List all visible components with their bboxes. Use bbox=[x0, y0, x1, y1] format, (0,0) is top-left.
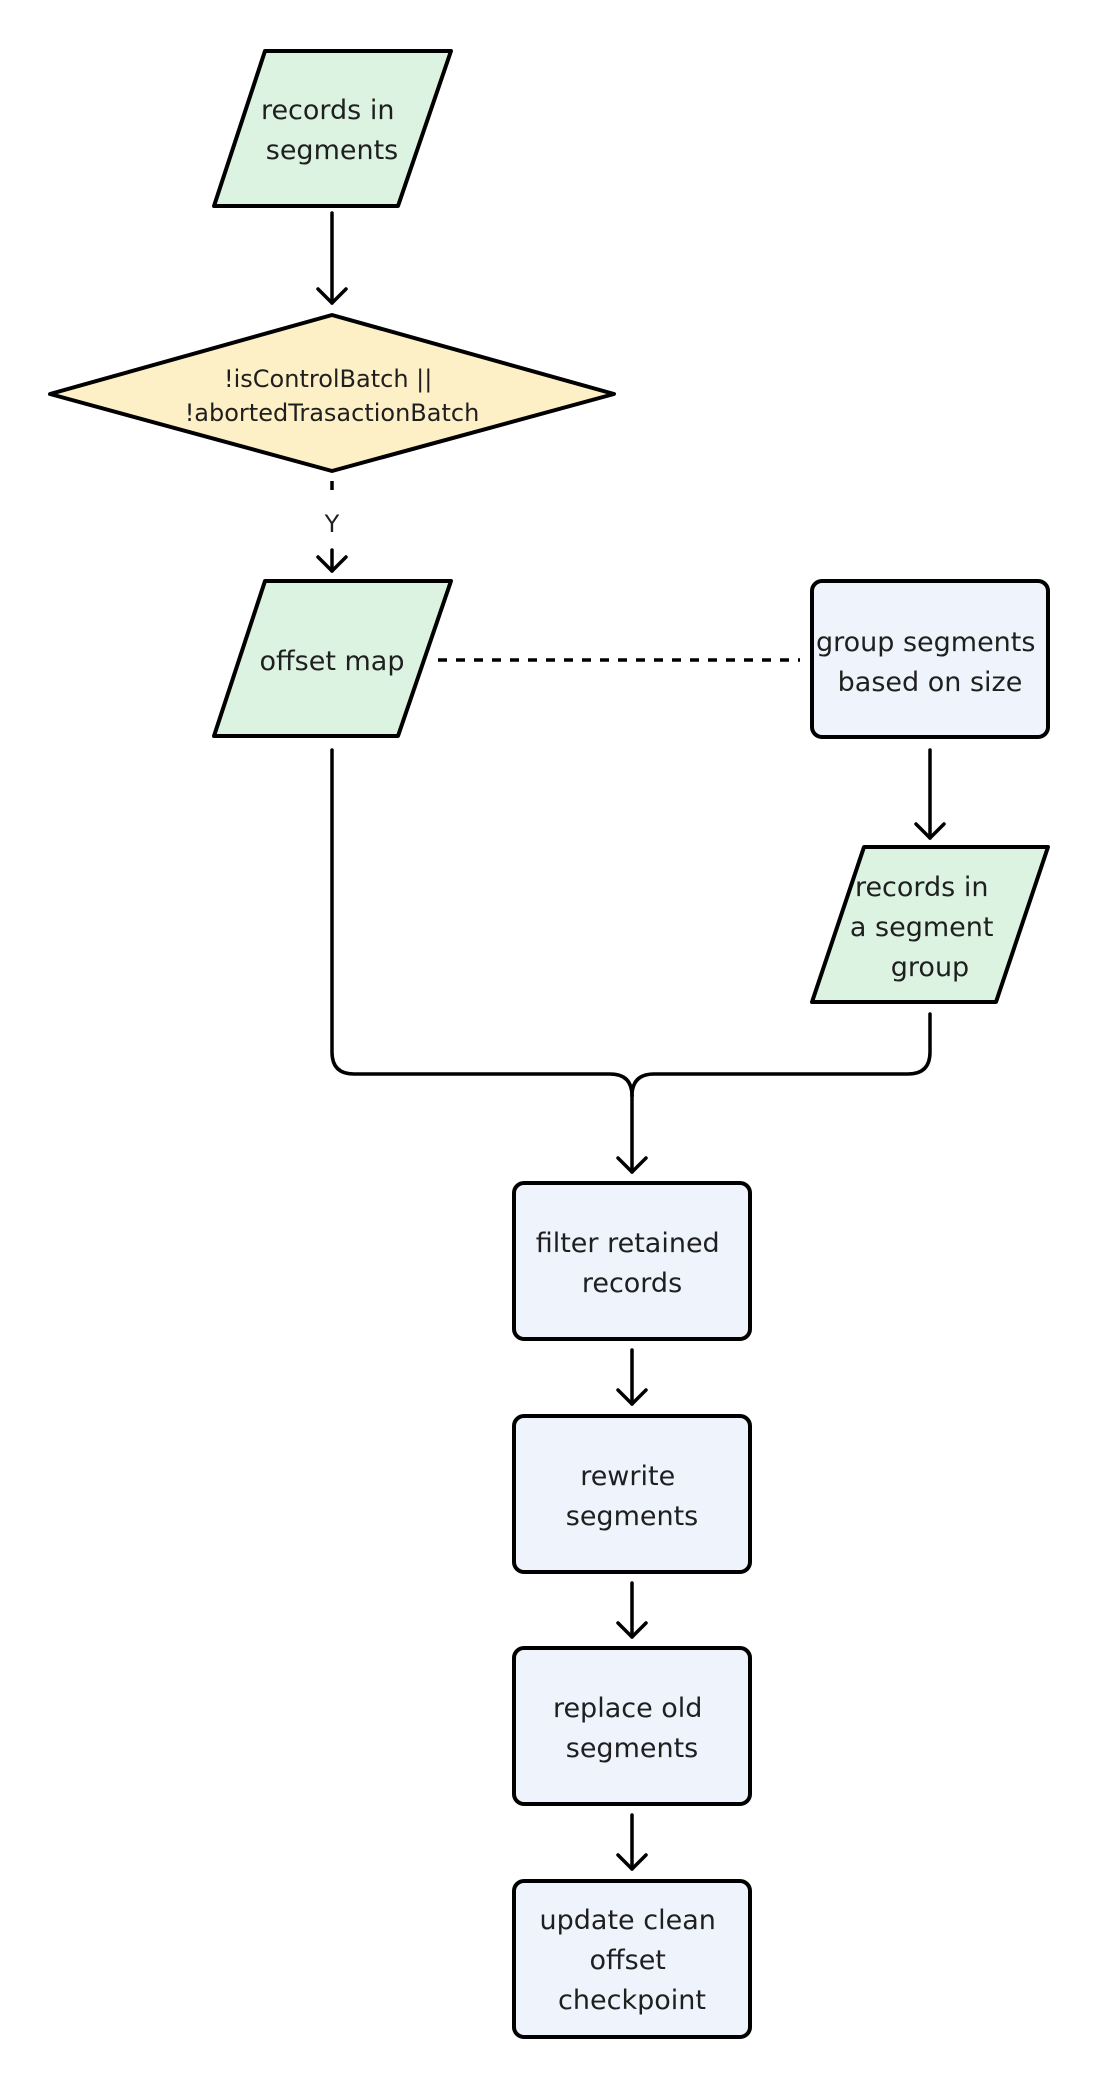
node-label-line: filter retained bbox=[536, 1228, 720, 1259]
node-label-line: segments bbox=[566, 1501, 699, 1532]
node-label-line: group segments bbox=[816, 627, 1036, 658]
edge-label-yes: Y bbox=[324, 510, 340, 538]
node-records-in-segment-group: records in a segment group bbox=[810, 845, 1050, 1004]
edge-records-group-merge bbox=[630, 1012, 932, 1098]
node-records-in-segments: records in segments bbox=[212, 49, 453, 208]
process-shape bbox=[512, 1879, 752, 2039]
node-label-line: offset bbox=[590, 1945, 666, 1976]
arrowhead-group-to-records-group bbox=[914, 822, 946, 840]
node-decision: !isControlBatch || !abortedTrasactionBat… bbox=[48, 313, 616, 473]
arrowhead-merge-to-filter bbox=[616, 1156, 648, 1174]
edges: Y bbox=[316, 211, 946, 1871]
node-label-line: segments bbox=[566, 1733, 699, 1764]
process-shape bbox=[512, 1646, 752, 1806]
node-label-line: checkpoint bbox=[558, 1985, 706, 2016]
node-label: offset map bbox=[260, 646, 405, 677]
arrowhead-records-to-decision bbox=[316, 287, 348, 305]
node-label-line: offset map bbox=[260, 646, 405, 677]
io-shape bbox=[810, 845, 1050, 1004]
process-shape bbox=[512, 1181, 752, 1341]
arrowhead-decision-to-offset-map bbox=[316, 555, 348, 573]
node-label-line: records bbox=[582, 1268, 682, 1299]
node-rewrite-segments: rewrite segments bbox=[512, 1414, 752, 1574]
node-label-line: segments bbox=[266, 135, 399, 166]
node-replace-old-segments: replace old segments bbox=[512, 1646, 752, 1806]
node-label-line: group bbox=[891, 952, 969, 983]
node-label-line: !isControlBatch || bbox=[224, 365, 432, 393]
node-label: filter retained records bbox=[536, 1228, 729, 1299]
node-label-line: records in bbox=[855, 872, 989, 903]
node-label-line: a segment bbox=[850, 912, 994, 943]
edge-offset-map-merge bbox=[330, 748, 634, 1098]
node-offset-map: offset map bbox=[212, 579, 453, 738]
node-label-line: rewrite bbox=[580, 1461, 675, 1492]
arrowhead-rewrite-to-replace bbox=[616, 1621, 648, 1639]
process-shape bbox=[512, 1414, 752, 1574]
node-label-line: !abortedTrasactionBatch bbox=[185, 399, 480, 427]
node-label: records in segments bbox=[261, 95, 403, 166]
node-label: replace old segments bbox=[553, 1693, 711, 1764]
node-label-line: update clean bbox=[540, 1905, 716, 1936]
node-group-segments: group segments based on size bbox=[810, 579, 1050, 739]
io-shape bbox=[212, 49, 453, 208]
node-label: group segments based on size bbox=[816, 627, 1044, 698]
arrowhead-replace-to-update bbox=[616, 1853, 648, 1871]
node-label: rewrite segments bbox=[566, 1461, 699, 1532]
node-label: records in a segment group bbox=[850, 872, 1002, 983]
node-update-clean-offset-checkpoint: update clean offset checkpoint bbox=[512, 1879, 752, 2039]
io-shape bbox=[212, 579, 453, 738]
node-label: !isControlBatch || !abortedTrasactionBat… bbox=[185, 365, 480, 427]
node-label: update clean offset checkpoint bbox=[540, 1905, 725, 2016]
process-shape bbox=[810, 579, 1050, 739]
node-filter-retained-records: filter retained records bbox=[512, 1181, 752, 1341]
decision-shape bbox=[48, 313, 616, 473]
node-label-line: records in bbox=[261, 95, 395, 126]
node-label-line: replace old bbox=[553, 1693, 703, 1724]
arrowhead-filter-to-rewrite bbox=[616, 1388, 648, 1406]
node-label-line: based on size bbox=[838, 667, 1023, 698]
